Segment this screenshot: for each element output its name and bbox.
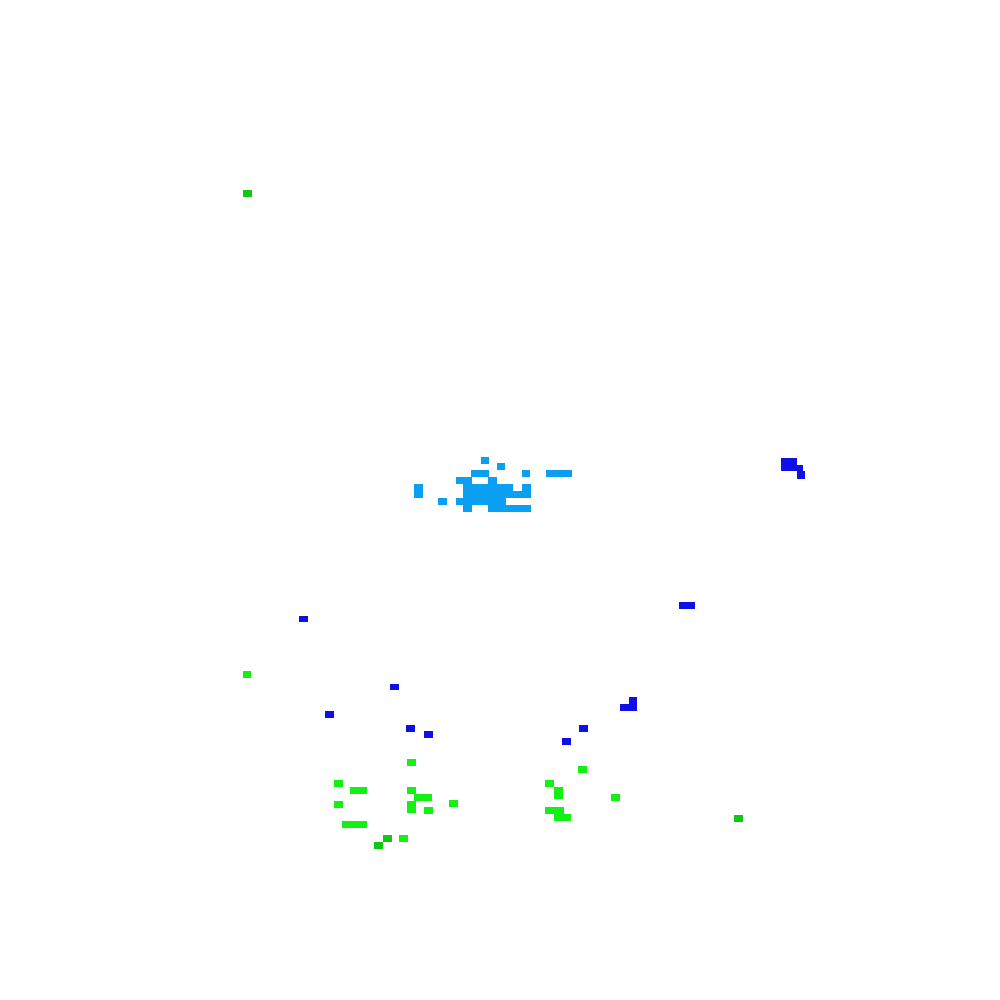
dark-green-block [374, 842, 383, 849]
bright-green-block [611, 794, 620, 801]
blue-block [781, 465, 803, 471]
light-blue-block [456, 498, 464, 505]
bright-green-block [407, 759, 416, 766]
blue-block [620, 704, 637, 711]
light-blue-block [481, 457, 489, 464]
light-blue-cluster [414, 457, 572, 512]
light-blue-block [522, 484, 531, 498]
light-blue-block [513, 491, 522, 498]
blue-block [579, 725, 588, 732]
bright-green-block [342, 821, 367, 828]
bright-green-block [334, 801, 343, 808]
bright-green-block [414, 794, 432, 801]
dark-green-block [243, 190, 252, 197]
dark-green-block [734, 815, 743, 822]
light-blue-block [471, 470, 489, 477]
bright-green-block [350, 787, 367, 794]
bright-green-block [545, 807, 564, 814]
bright-green-marks [243, 671, 620, 842]
dark-green-marks [243, 190, 743, 849]
blue-block [424, 731, 433, 738]
bright-green-block [407, 787, 416, 794]
light-blue-block [488, 505, 531, 512]
light-blue-block [546, 470, 572, 477]
light-blue-block [456, 477, 472, 484]
blue-block [629, 697, 637, 705]
bright-green-block [407, 801, 416, 813]
blue-block [797, 471, 805, 479]
light-blue-block [463, 491, 515, 498]
blue-block [781, 458, 797, 467]
light-blue-block [463, 498, 506, 505]
light-blue-block [463, 484, 513, 491]
light-blue-block [414, 484, 423, 498]
light-blue-block [488, 477, 497, 484]
blue-block [562, 738, 571, 745]
blue-block [299, 616, 308, 622]
bright-green-block [424, 807, 433, 814]
bright-green-block [243, 671, 251, 678]
bright-green-block [399, 835, 408, 842]
dark-green-block [383, 835, 392, 842]
blue-block [325, 711, 334, 718]
bright-green-block [554, 814, 571, 821]
light-blue-block [438, 498, 447, 505]
light-blue-block [463, 505, 472, 512]
bright-green-block [554, 787, 563, 799]
bright-green-block [449, 800, 458, 807]
light-blue-block [497, 463, 505, 470]
blue-block [679, 602, 695, 609]
blue-block [390, 684, 399, 690]
light-blue-block [522, 470, 530, 477]
bright-green-block [578, 766, 587, 773]
blue-block [406, 725, 415, 732]
bright-green-block [545, 780, 554, 787]
blue-marks [299, 458, 805, 745]
bright-green-block [334, 780, 343, 787]
